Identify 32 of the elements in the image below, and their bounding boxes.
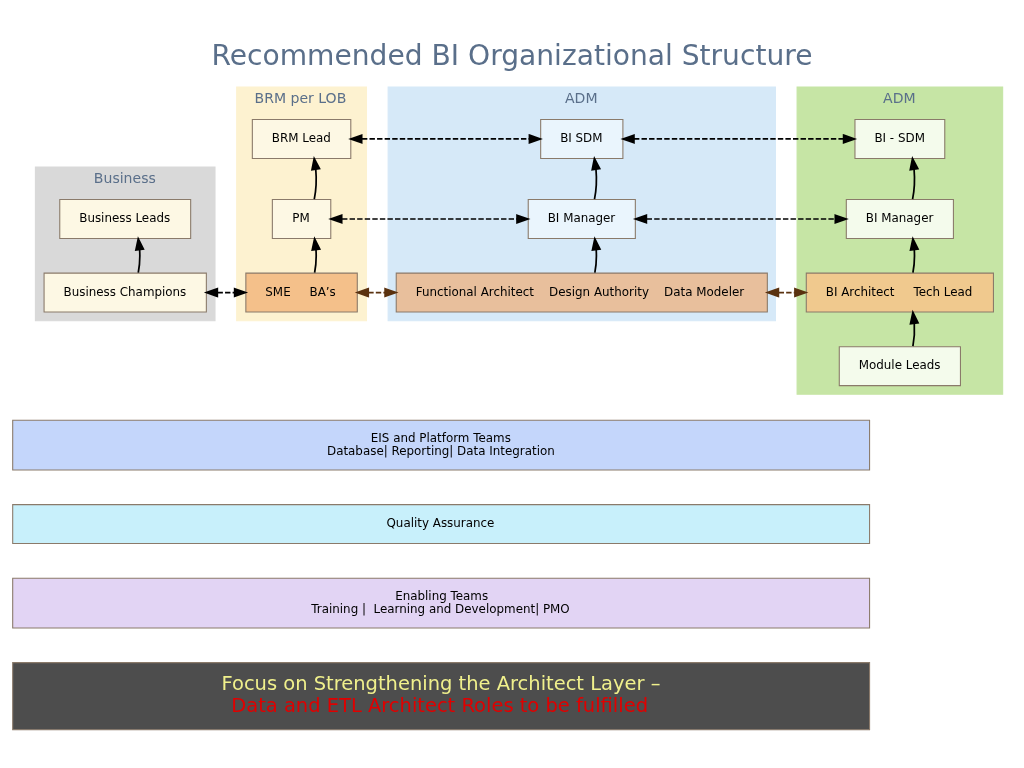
arrow — [311, 236, 322, 274]
arrow — [203, 287, 249, 298]
node-box: Functional Architect Design Authority Data Modeler — [395, 272, 768, 313]
node-box: PM — [271, 199, 332, 239]
arrow — [632, 214, 849, 224]
arrow — [134, 236, 145, 274]
node-box: BI Manager — [845, 199, 954, 239]
node-box: BI Architect Tech Lead — [805, 272, 994, 313]
node-box: Quality Assurance — [12, 504, 871, 545]
arrow — [328, 214, 531, 224]
arrow — [354, 287, 399, 298]
arrow — [310, 155, 321, 200]
arrow — [348, 133, 543, 144]
node-box: Focus on Strengthening the Architect Layer – Data and ETL Architect Roles to be fulfilled — [12, 662, 871, 731]
arrow — [909, 155, 920, 200]
node-box: BRM Lead — [251, 118, 352, 159]
diagram-title: Recommended BI Organizational Structure — [211, 39, 813, 73]
node-box: Enabling Teams Training | Learning and Development| PMO — [12, 577, 871, 629]
arrow — [909, 309, 920, 348]
node-box: Module Leads — [838, 346, 961, 387]
node-box: Business Champions — [43, 272, 207, 313]
arrow — [764, 287, 809, 298]
node-box: BI SDM — [540, 118, 624, 159]
node-box: BI - SDM — [854, 118, 946, 159]
arrow — [909, 236, 920, 274]
node-box: SME BA’s — [245, 272, 358, 313]
node-box: EIS and Platform Teams Database| Reporting| Data Integration — [12, 419, 871, 471]
node-box: Business Leads — [59, 199, 192, 239]
node-box: BI Manager — [527, 199, 636, 239]
arrow — [591, 155, 602, 200]
arrow — [591, 236, 602, 274]
arrow — [620, 133, 858, 144]
